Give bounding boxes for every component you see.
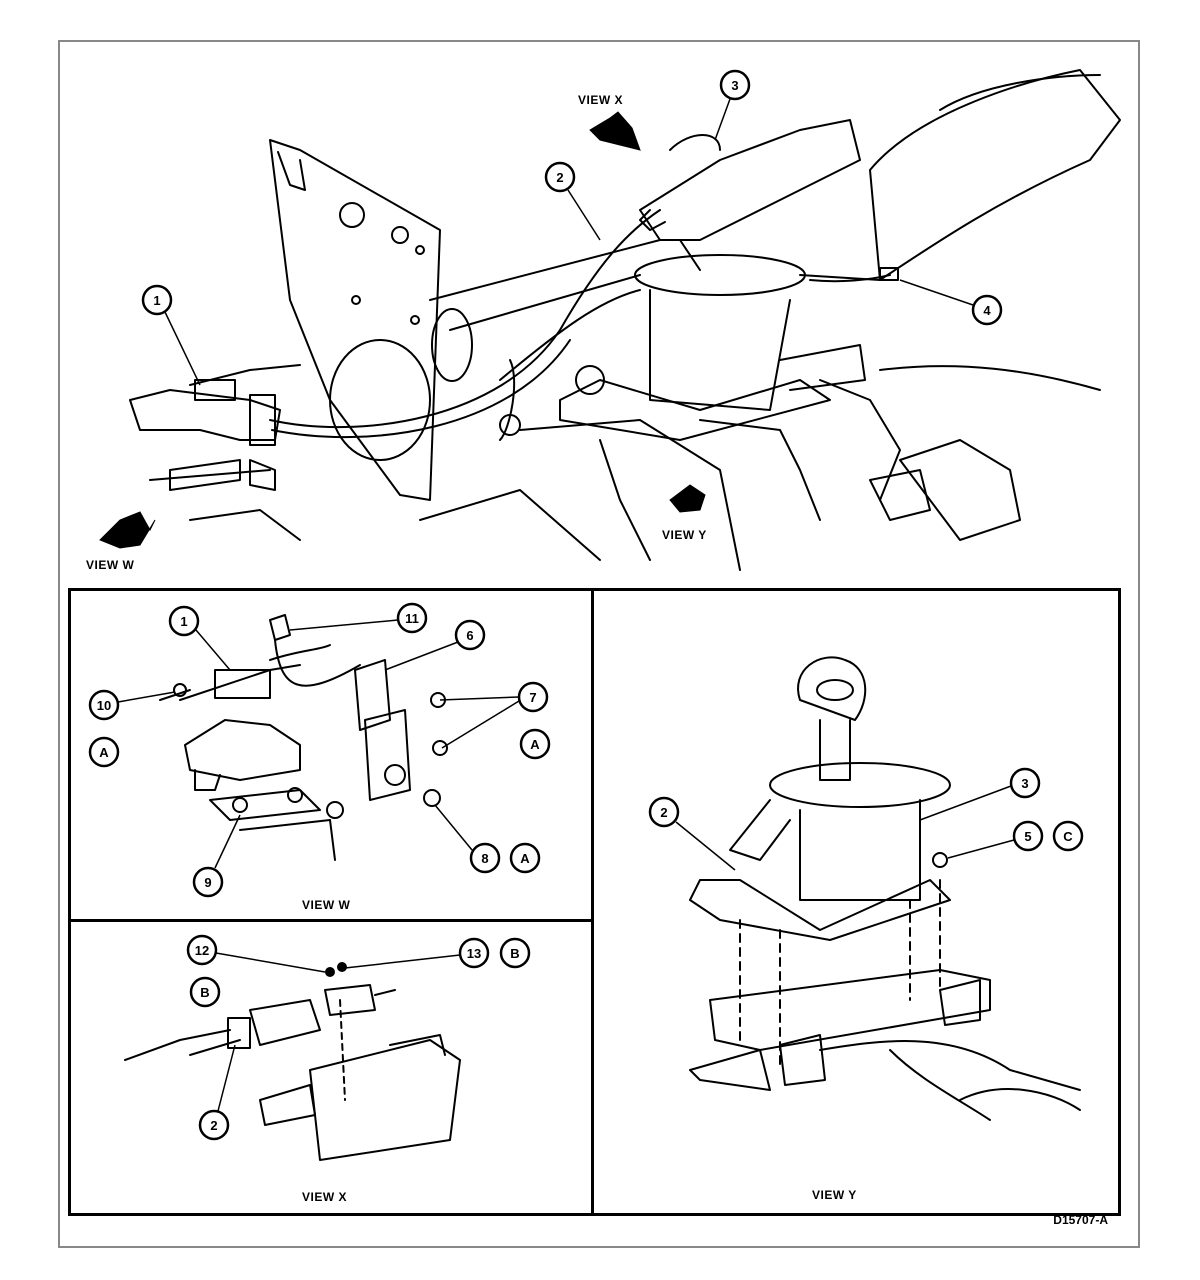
callout-4-label: 4 [983,303,991,318]
callout-w-6 [454,619,486,651]
view-w-arrow [99,511,156,549]
shift-knob [797,656,867,721]
view-w-arrow-label: VIEW W [86,558,135,572]
view-x-title: VIEW X [302,1190,348,1204]
callout-1 [141,284,173,316]
view-y-title: VIEW Y [812,1188,857,1202]
callout-x-2 [198,1109,230,1141]
callout-y-c-label: C [1063,829,1073,844]
view-y-arrow-label: VIEW Y [662,528,707,542]
callout-x-b2-label: B [510,946,519,961]
callout-x-12-label: 12 [195,943,209,958]
shifter-bezel-y [769,762,951,808]
steering-column [639,119,861,241]
mounting-bracket [709,969,991,1051]
callout-2-label: 2 [556,170,563,185]
callout-w-8 [469,842,501,874]
callout-w-9 [192,866,224,898]
callout-w-a2-label: A [530,737,540,752]
callout-x-b1-label: B [200,985,209,1000]
callout-w-11 [396,602,428,634]
callout-w-8-label: 8 [481,851,488,866]
callout-w-9-label: 9 [204,875,211,890]
callout-4 [971,294,1003,326]
callout-y-2 [648,796,680,828]
callout-w-a3-label: A [520,851,530,866]
bulkhead-panel [269,139,441,501]
shifter-base [689,879,951,941]
view-x-arrow-label: VIEW X [578,93,624,107]
callout-y-3 [1009,767,1041,799]
view-x-column [309,1039,461,1161]
view-x-bracket [324,984,376,1016]
callout-w-10 [88,689,120,721]
callout-w-1 [168,605,200,637]
callout-2 [544,161,576,193]
callout-w-7-label: 7 [529,690,536,705]
callout-w-11-label: 11 [405,611,419,626]
view-w-bracket [354,659,391,731]
callout-y-5 [1012,820,1044,852]
callout-1-label: 1 [153,293,160,308]
callout-x-12 [186,934,218,966]
shift-cable [269,209,661,429]
view-x-arrow [589,111,641,151]
view-x-cable-end [249,999,321,1046]
callout-x-B2 [499,937,531,969]
callout-w-a1-label: A [99,745,109,760]
callout-3 [719,69,751,101]
figure-frame [58,40,1140,1248]
view-y-arrow [669,484,706,513]
figure-code: D15707-A [1053,1213,1108,1227]
callout-y-C [1052,820,1084,852]
callout-w-10-label: 10 [97,698,111,713]
callout-w-1-label: 1 [180,614,187,629]
callout-y-5-label: 5 [1024,829,1031,844]
callout-w-A1 [88,736,120,768]
callout-x-13 [458,937,490,969]
view-w-title: VIEW W [302,898,351,912]
callout-x-13-label: 13 [467,946,481,961]
callout-w-A2 [519,728,551,760]
callout-x-2-label: 2 [210,1118,217,1133]
callout-3-label: 3 [731,78,738,93]
callout-w-6-label: 6 [466,628,473,643]
callout-y-2-label: 2 [660,805,667,820]
callout-y-3-label: 3 [1021,776,1028,791]
callout-x-B1 [189,976,221,1008]
dashboard-console [869,69,1121,281]
view-y-panel [591,588,1121,1216]
callout-w-A3 [509,842,541,874]
